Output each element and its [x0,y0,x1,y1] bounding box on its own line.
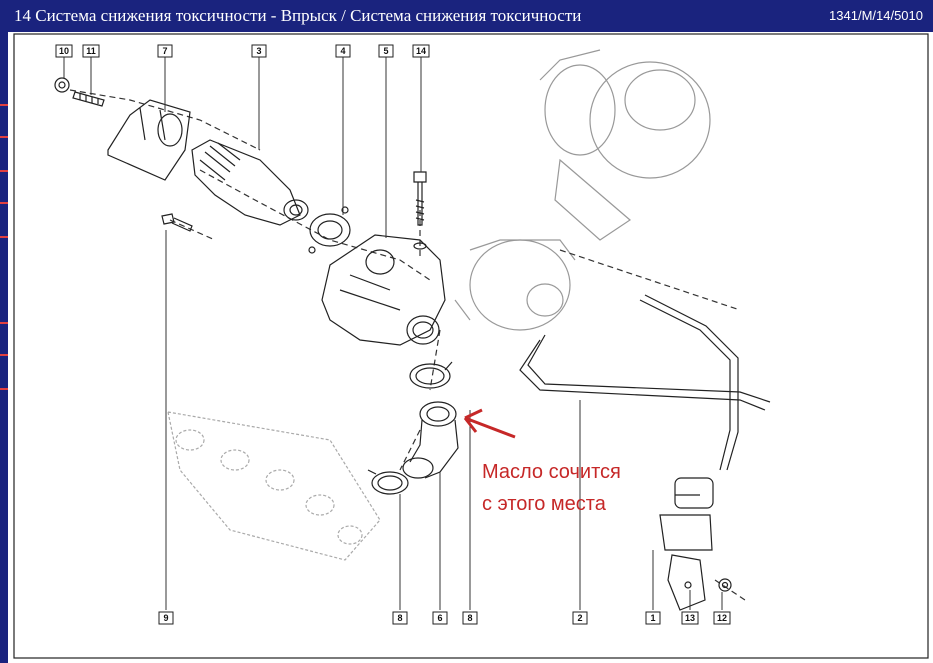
annotation-line-1: Масло сочится [482,461,621,483]
part-2-vacuum-hose [519,294,771,471]
svg-text:13: 13 [685,613,695,623]
diagram-code: 1341/M/14/5010 [829,8,923,23]
svg-text:1: 1 [650,613,655,623]
svg-text:3: 3 [256,46,261,56]
svg-text:14: 14 [416,46,426,56]
part-10-nut [54,77,70,93]
part-4-gasket [308,206,351,254]
part-11-stud [72,91,105,107]
part-8-upper-clamp [409,361,453,389]
callout-6: 6 [432,611,448,625]
vacuum-pump-outline [454,239,576,331]
assembly-axes [69,89,746,601]
svg-text:9: 9 [163,613,168,623]
part-8-lower-clamp [367,469,409,495]
callout-13: 13 [681,611,699,625]
callout-3: 3 [251,44,267,58]
callout-12: 12 [713,611,731,625]
part-13-bracket [667,554,706,611]
part-1-solenoid-valve [659,477,714,551]
part-14-bolt [413,171,427,250]
diagram-title: 14 Система снижения токсичности - Впрыск… [14,6,582,25]
part-7-heat-shield [107,99,191,181]
part-3-egr-valve [191,139,309,226]
callout-10: 10 [55,44,73,58]
svg-text:4: 4 [340,46,345,56]
exhaust-manifold-outline [167,411,381,561]
callout-1: 1 [645,611,661,625]
svg-text:7: 7 [162,46,167,56]
callout-7: 7 [157,44,173,58]
svg-text:8: 8 [397,613,402,623]
callout-8-left: 8 [392,611,408,625]
callout-2: 2 [572,611,588,625]
part-6-elbow-pipe [402,401,459,479]
parts-drawing [54,49,771,611]
red-arrow-icon [463,408,516,439]
svg-text:2: 2 [577,613,582,623]
callout-11: 11 [82,44,100,58]
part-9-bolt [161,213,193,232]
diagram-frame [13,33,929,659]
svg-text:11: 11 [86,46,96,56]
callout-4: 4 [335,44,351,58]
svg-text:8: 8 [467,613,472,623]
part-12-nut [718,578,732,592]
left-edge-bar [0,32,8,663]
svg-text:12: 12 [717,613,727,623]
turbocharger-outline [539,49,711,241]
annotation-line-2: с этого места [482,493,607,515]
callout-9: 9 [158,611,174,625]
callout-5: 5 [378,44,394,58]
part-5-egr-housing [321,234,446,346]
callout-group: 10 11 7 3 4 5 14 9 [55,44,731,625]
callout-8-right: 8 [462,611,478,625]
svg-text:10: 10 [59,46,69,56]
svg-text:5: 5 [383,46,388,56]
title-bar: 14 Система снижения токсичности - Впрыск… [0,0,933,32]
callout-14: 14 [412,44,430,58]
leader-lines [63,57,723,610]
svg-text:6: 6 [437,613,442,623]
